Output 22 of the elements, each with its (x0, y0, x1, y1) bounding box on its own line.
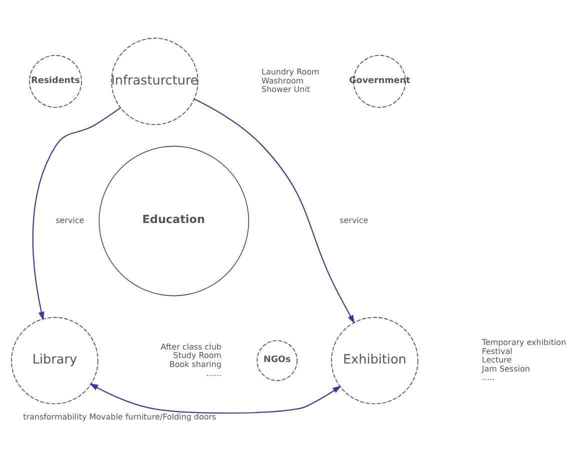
node-label: ..... (482, 373, 495, 382)
arrow (194, 98, 355, 324)
node-label: Festival (482, 346, 512, 356)
node-circle: Infrasturcture (111, 38, 198, 125)
edge-label: service (56, 216, 84, 225)
node-label: Temporary exhibition (482, 338, 566, 347)
arrow (32, 107, 121, 321)
node-label: After class club (160, 342, 222, 352)
node-label: Study Room (173, 351, 222, 360)
arrow (90, 383, 342, 414)
edge-label: transformability Movable furniture/Folding doors (23, 412, 216, 422)
node-label: Lecture (482, 356, 512, 365)
node-circle: NGOs (256, 340, 298, 381)
node-label: ...... (206, 368, 222, 378)
node-label: Book sharing (169, 360, 222, 369)
node-circle: Education (98, 146, 250, 296)
edge-label: service (340, 216, 368, 225)
node-label: Washroom (262, 76, 304, 86)
node-label: Shower Unit (262, 85, 310, 94)
node-circle: Residents (29, 55, 82, 108)
node-label: Jam Session (482, 364, 530, 374)
node-label: Laundry Room (262, 68, 320, 77)
